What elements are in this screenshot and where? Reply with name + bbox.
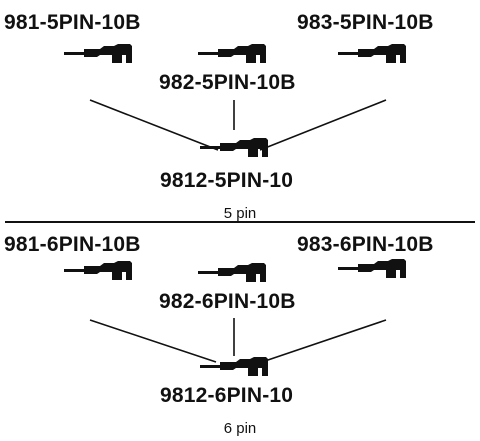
connector-icon <box>200 137 268 159</box>
connector-icon <box>198 262 266 284</box>
label-983-5pin: 983-5PIN-10B <box>297 11 434 34</box>
caption-6pin: 6 pin <box>223 420 257 437</box>
label-982-6pin: 982-6PIN-10B <box>159 290 296 313</box>
connector-icon <box>64 43 132 65</box>
label-9812-6pin: 9812-6PIN-10 <box>160 384 294 407</box>
connector-icon <box>338 43 406 65</box>
connector-icon <box>200 356 268 378</box>
label-9812-5pin: 9812-5PIN-10 <box>160 169 294 192</box>
line-right-to-bottom-6pin <box>261 319 387 363</box>
label-981-5pin: 981-5PIN-10B <box>4 11 141 34</box>
connector-icon <box>198 43 266 65</box>
label-982-5pin: 982-5PIN-10B <box>159 71 296 94</box>
line-right-to-bottom-5pin <box>259 99 387 151</box>
label-983-6pin: 983-6PIN-10B <box>297 233 434 256</box>
line-left-to-bottom-5pin <box>89 99 219 151</box>
caption-5pin: 5 pin <box>223 205 257 222</box>
line-left-to-bottom-6pin <box>89 319 217 363</box>
connector-icon <box>338 258 406 280</box>
label-981-6pin: 981-6PIN-10B <box>4 233 141 256</box>
connector-icon <box>64 260 132 282</box>
